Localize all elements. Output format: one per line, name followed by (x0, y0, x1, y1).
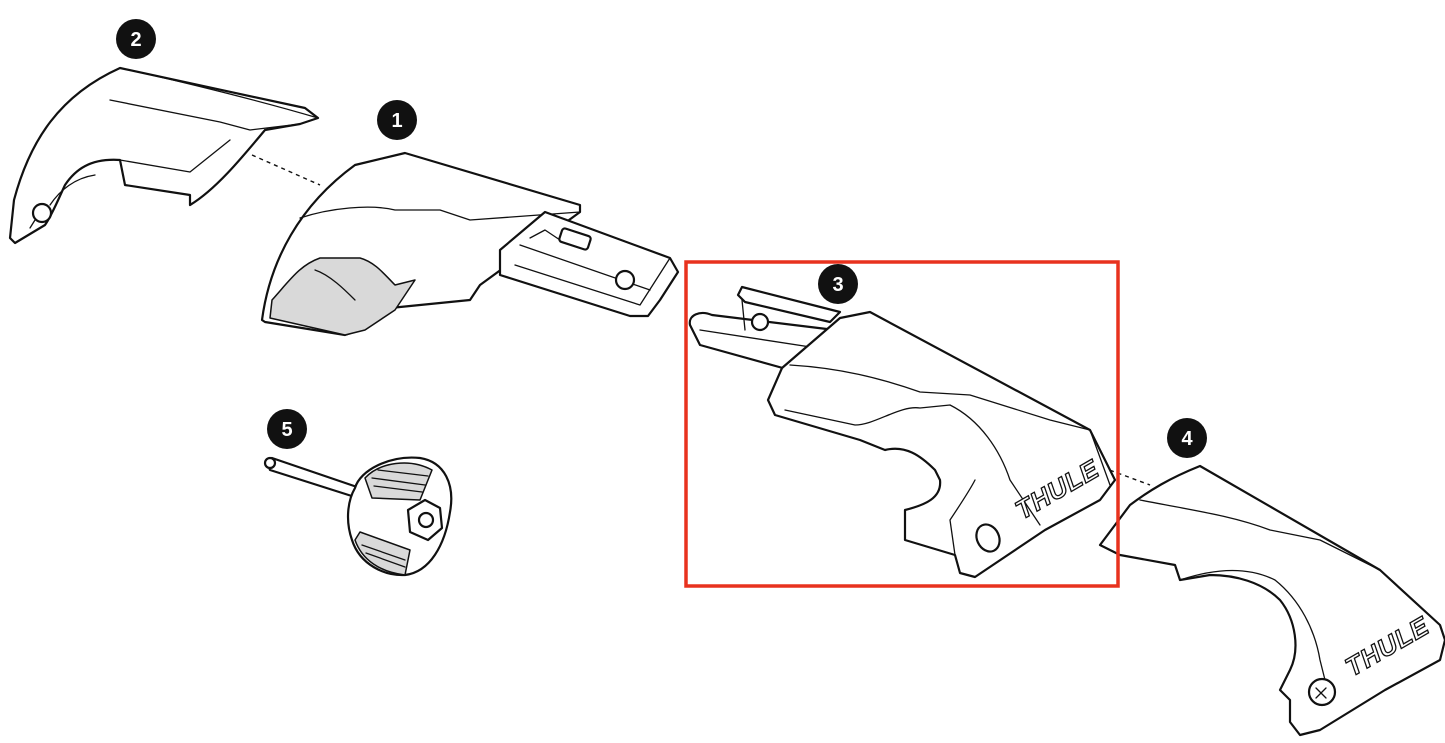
badge-part-4: 4 (1167, 418, 1207, 458)
part-1-foot (260, 151, 680, 337)
badge-part-2: 2 (116, 19, 156, 59)
highlight-box-part-3 (684, 260, 1120, 588)
badge-label-1: 1 (391, 110, 402, 132)
part-3-foot (688, 285, 1117, 579)
badge-label-3: 3 (832, 274, 843, 296)
part-2-end-cap (8, 66, 320, 245)
alignment-line-2-1 (251, 154, 321, 186)
badge-label-2: 2 (130, 29, 141, 51)
badge-part-5: 5 (267, 409, 307, 449)
badge-part-1: 1 (377, 100, 417, 140)
badge-part-3: 3 (818, 264, 858, 304)
part-5-key (263, 456, 453, 577)
part-4-end-cap (1098, 464, 1445, 737)
badge-label-4: 4 (1181, 428, 1193, 450)
badge-label-5: 5 (281, 419, 292, 441)
